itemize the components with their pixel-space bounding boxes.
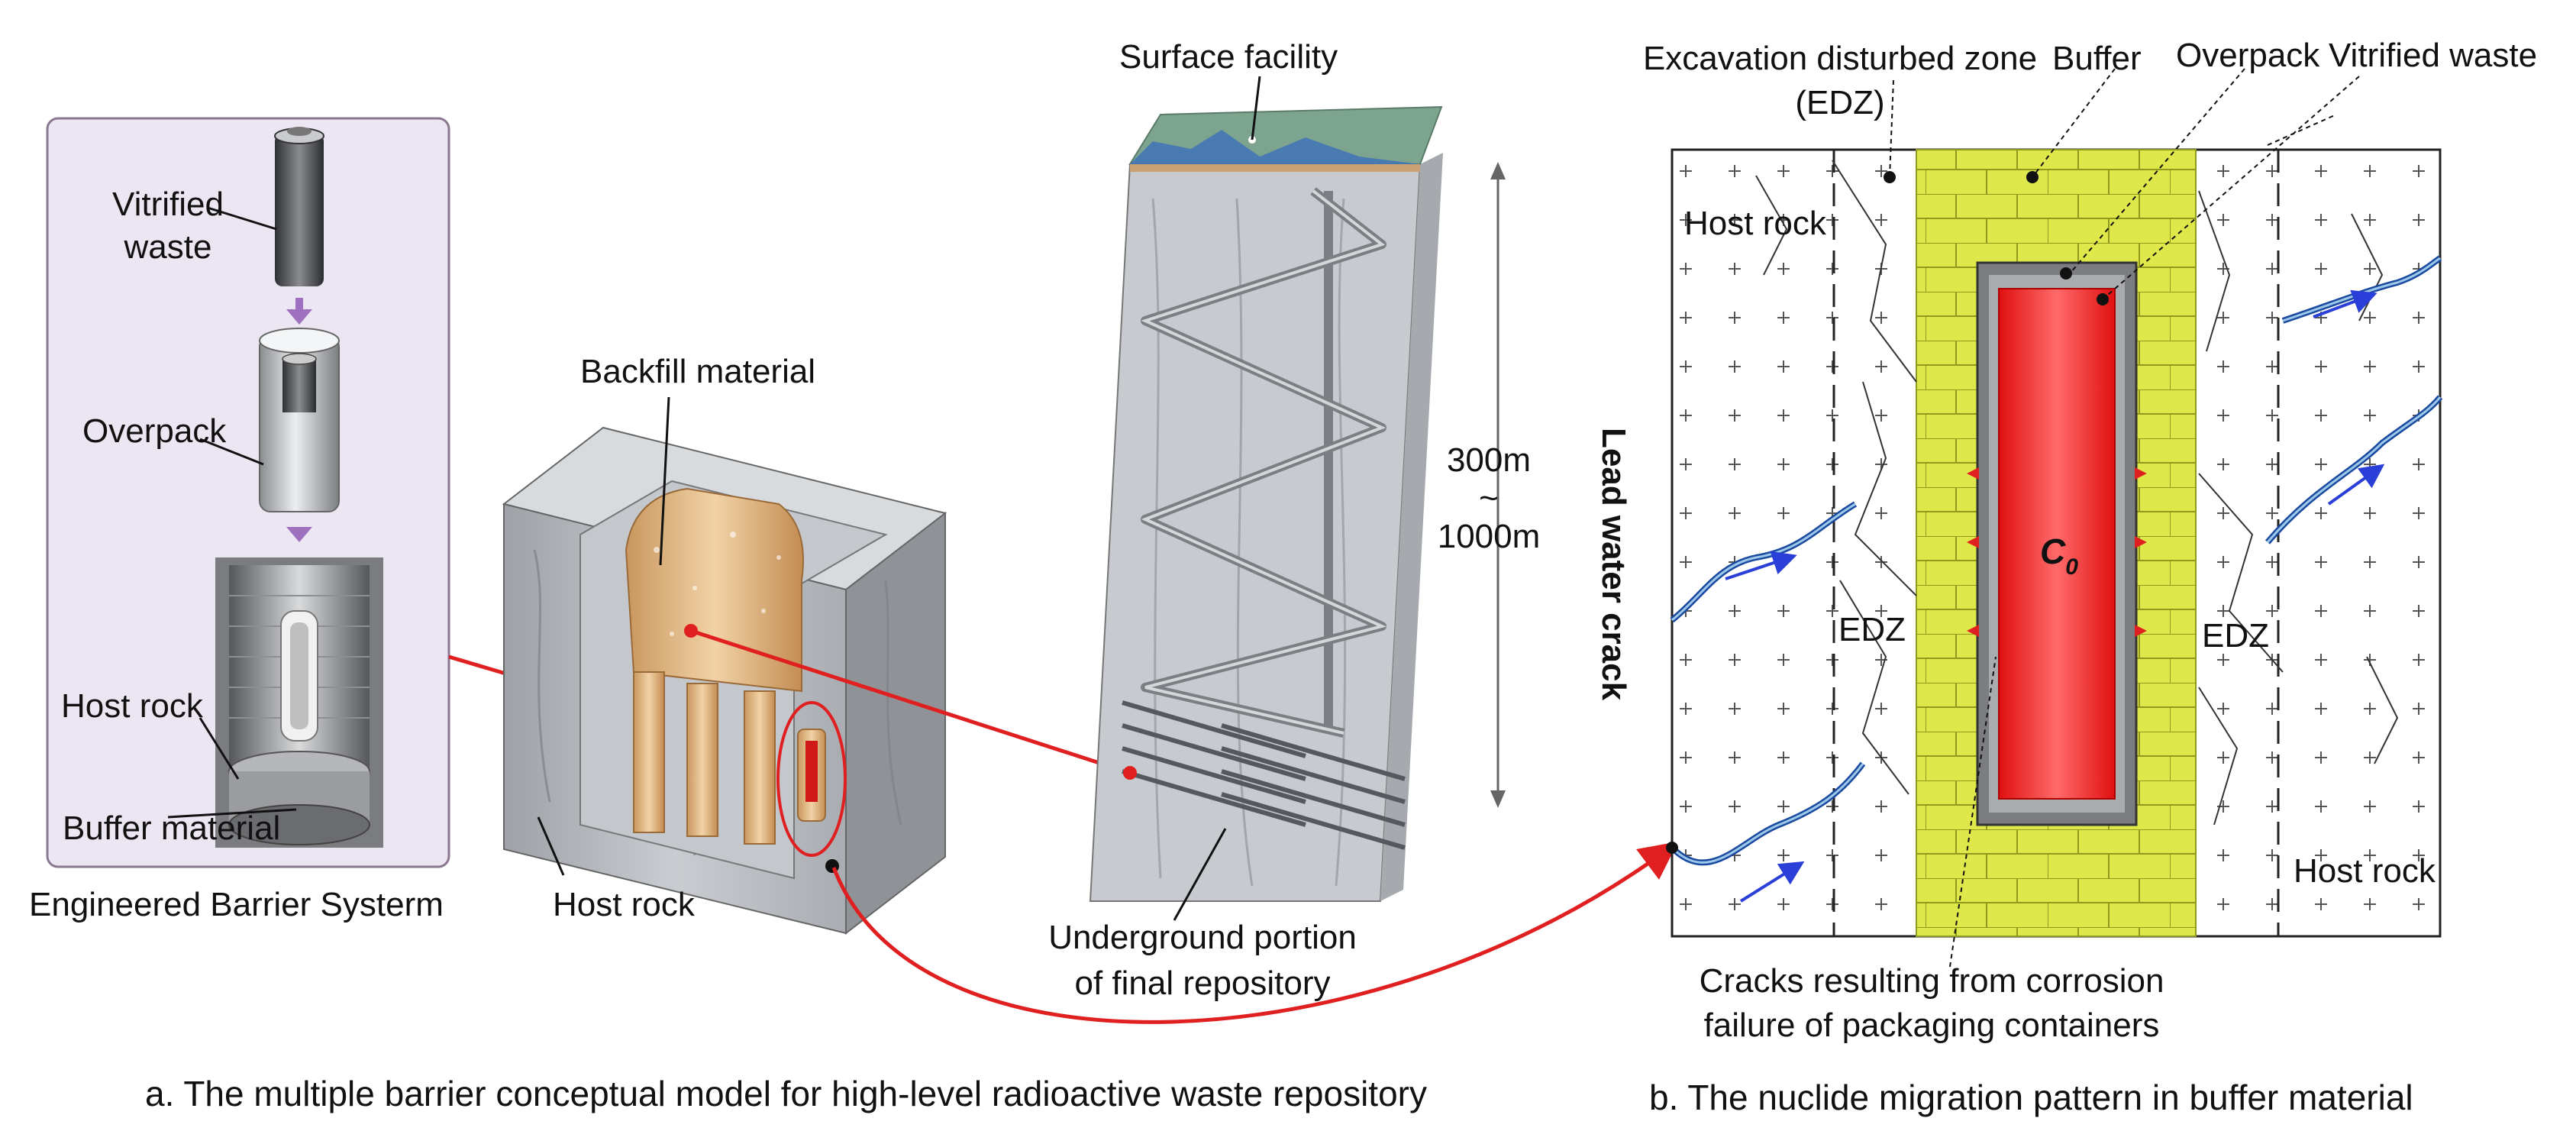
host-rock-right-label: Host rock (2294, 852, 2436, 890)
surface-facility-label: Surface facility (1119, 38, 1338, 76)
cracks-line2: failure of packaging containers (1703, 1007, 2160, 1044)
depth-bottom: 1000m (1437, 518, 1541, 555)
ebs-vitrified-waste-line2: waste (124, 228, 212, 266)
ebs-host-rock-label: Host rock (61, 687, 203, 725)
edz-title-label: Excavation disturbed zone (EDZ) (1626, 37, 2054, 125)
highlight-ellipse (776, 701, 847, 857)
buffer-label: Buffer (2052, 40, 2142, 77)
lead-water-crack-label: Lead water crack (1595, 428, 1632, 701)
water-cracks (1670, 255, 2443, 903)
cracks-label: Cracks resulting from corrosion failure … (1641, 959, 2222, 1048)
edz-right-label: EDZ (2202, 617, 2269, 654)
ebs-title: Engineered Barrier Systerm (29, 886, 444, 923)
ebs-panel (46, 117, 450, 868)
rock-cracks (1755, 160, 2399, 826)
backfill-material-label: Backfill material (580, 353, 816, 390)
backfill-tunnel (625, 487, 804, 845)
disposal-galleries (1122, 700, 1406, 850)
depth-top: 300m (1446, 441, 1532, 479)
ebs-overpack-label: Overpack (82, 412, 227, 450)
edz-title-line2: (EDZ) (1795, 84, 1885, 121)
host-rock-left-label: Host rock (1684, 205, 1826, 242)
depth-dimension-arrow (1490, 162, 1506, 808)
depth-label: 300m ~ 1000m (1435, 441, 1542, 556)
migration-panel (1666, 68, 2443, 968)
tunnel-host-rock-label: Host rock (553, 886, 695, 923)
ebs-buffer-material-label: Buffer material (63, 810, 281, 847)
link-line-tunnel-to-repository (690, 629, 1131, 775)
edz-left-label: EDZ (1838, 611, 1906, 648)
link-arrow-to-panel-b (831, 842, 1679, 1024)
underground-line1: Underground portion (1048, 919, 1357, 956)
underground-line2: of final repository (1074, 965, 1331, 1002)
ebs-vitrified-waste-line1: Vitrified (112, 186, 224, 223)
overpack-label: Overpack (2176, 37, 2320, 74)
tunnel-block (502, 396, 947, 936)
ebs-vitrified-waste-label: Vitrified waste (92, 183, 244, 269)
repository-column (1089, 76, 1443, 921)
depth-tilde: ~ (1479, 480, 1499, 517)
flow-arrow-2-icon (286, 527, 312, 542)
vitrified-waste-canister-icon (274, 127, 324, 286)
overpack-canister-icon (259, 328, 340, 512)
concentration-label: C0 (2040, 532, 2078, 580)
panel-a-caption: a. The multiple barrier conceptual model… (145, 1074, 1427, 1113)
cracks-line1: Cracks resulting from corrosion (1699, 962, 2164, 1000)
edz-title-line1: Excavation disturbed zone (1642, 40, 2038, 77)
release-arrows (1967, 467, 2147, 637)
panel-b-caption: b. The nuclide migration pattern in buff… (1649, 1078, 2413, 1117)
underground-portion-label: Underground portion of final repository (1023, 915, 1382, 1007)
emplacement-hole-icon (215, 557, 383, 848)
vitrified-waste-label: Vitrified waste (2329, 37, 2538, 74)
vitrified-waste-core (1998, 288, 2116, 800)
flow-arrow-1-icon (286, 309, 312, 325)
